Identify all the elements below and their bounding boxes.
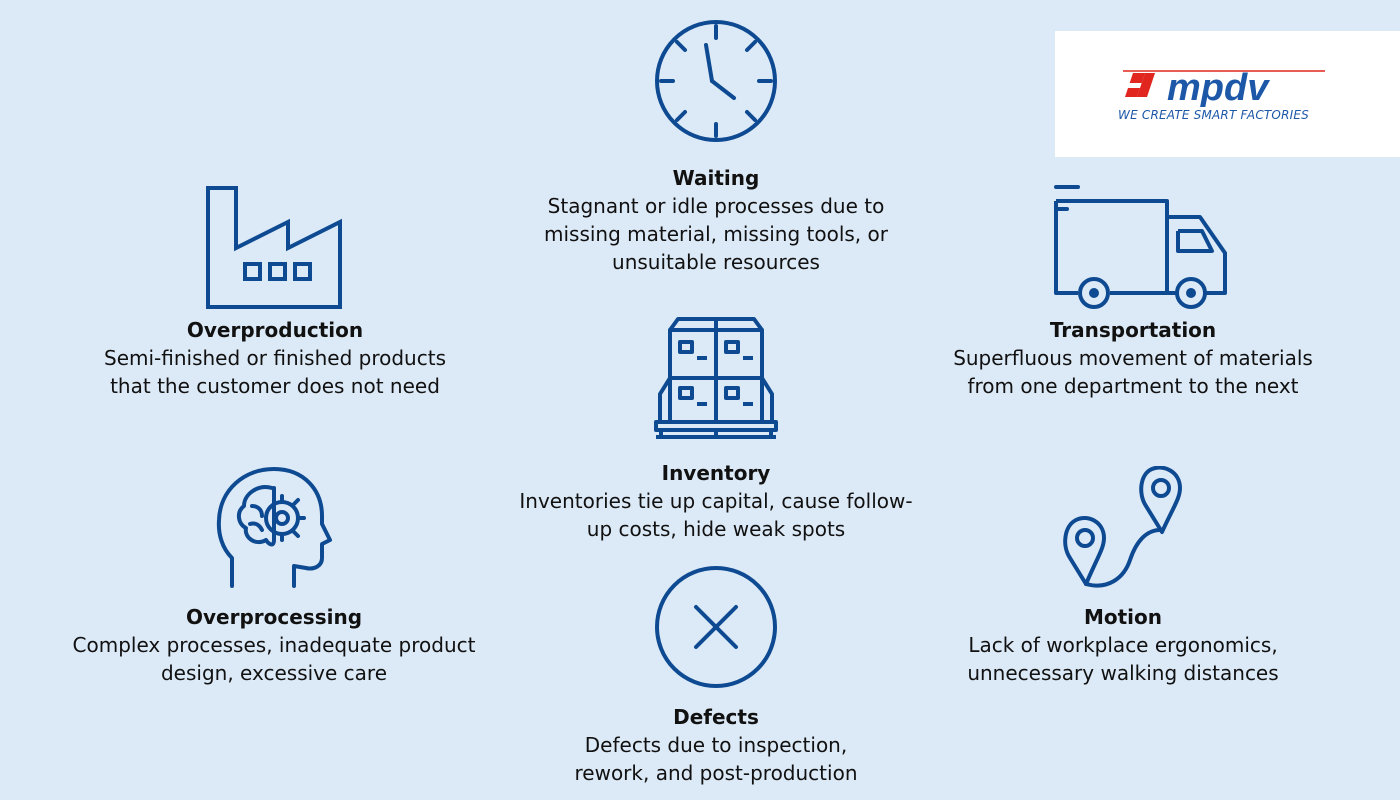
waiting-title: Waiting [672,166,760,190]
overproduction-block: Overproduction Semi-finished or finished… [60,316,490,400]
defects-block: Defects Defects due to inspection, rewor… [500,703,932,787]
transportation-block: Transportation Superfluous movement of m… [918,316,1348,400]
transportation-title: Transportation [1049,318,1217,342]
motion-block: Motion Lack of workplace ergonomics, unn… [918,603,1328,687]
defects-desc-line-2: rework, and post-production [574,761,858,785]
truck-icon [1052,181,1230,309]
logo-wordmark: mpdv [1167,67,1270,107]
overproduction-desc-line-2: that the customer does not need [110,374,440,398]
transportation-desc-line-2: from one department to the next [967,374,1299,398]
inventory-desc-line-1: Inventories tie up capital, cause follow… [519,489,913,513]
waiting-block: Waiting Stagnant or idle processes due t… [500,164,932,276]
waiting-desc-line-2: missing material, missing tools, or [544,222,888,246]
head-gear-icon [216,466,334,590]
transportation-desc-line-1: Superfluous movement of materials [953,346,1313,370]
factory-icon [203,185,345,311]
defects-title: Defects [673,705,759,729]
overprocessing-block: Overprocessing Complex processes, inadeq… [48,603,500,687]
motion-title: Motion [1083,605,1163,629]
pallet-boxes-icon [653,316,779,440]
motion-desc-line-1: Lack of workplace ergonomics, [968,633,1278,657]
x-circle-icon [652,564,780,690]
motion-desc-line-2: unnecessary walking distances [967,661,1279,685]
inventory-title: Inventory [661,461,771,485]
mpdv-logo: mpdv WE CREATE SMART FACTORIES [1055,31,1400,157]
overproduction-title: Overproduction [186,318,364,342]
inventory-block: Inventory Inventories tie up capital, ca… [500,459,932,543]
inventory-desc-line-2: up costs, hide weak spots [586,517,846,541]
overproduction-desc-line-1: Semi-finished or finished products [104,346,446,370]
clock-icon [652,18,780,144]
overprocessing-desc-line-1: Complex processes, inadequate product [72,633,476,657]
waiting-desc-line-3: unsuitable resources [612,250,820,274]
overprocessing-title: Overprocessing [185,605,363,629]
mpdv-logo-icon: mpdv [1123,67,1325,107]
waiting-desc-line-1: Stagnant or idle processes due to [547,194,885,218]
logo-tagline: WE CREATE SMART FACTORIES [1118,108,1309,122]
route-pins-icon [1060,466,1188,592]
defects-desc-line-1: Defects due to inspection, [584,733,848,757]
overprocessing-desc-line-2: design, excessive care [160,661,388,685]
